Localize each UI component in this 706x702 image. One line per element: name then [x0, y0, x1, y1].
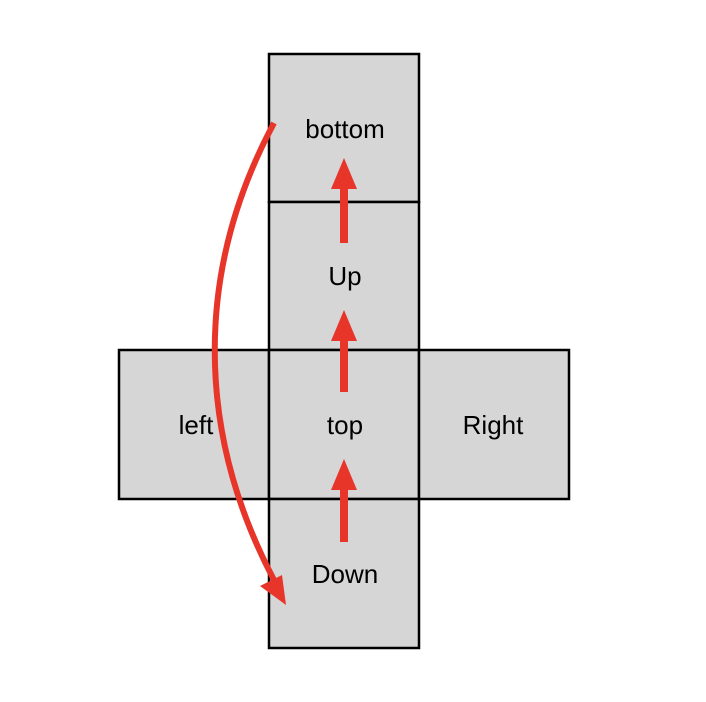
arrow-bottom-to-down-curved — [211, 121, 286, 605]
face-right-label: Right — [463, 410, 524, 440]
face-up-label: Up — [328, 261, 361, 291]
face-down-label: Down — [312, 559, 378, 589]
arrow-down-to-top — [331, 459, 357, 542]
face-bottom-label: bottom — [305, 114, 385, 144]
face-top-label: top — [327, 410, 363, 440]
face-left: left — [117, 348, 271, 501]
arrow-up-to-bottom — [331, 158, 357, 243]
face-right: Right — [417, 348, 571, 501]
arrow-top-to-up — [331, 310, 357, 392]
face-left-label: left — [179, 410, 214, 440]
face-down: Down — [267, 497, 421, 650]
